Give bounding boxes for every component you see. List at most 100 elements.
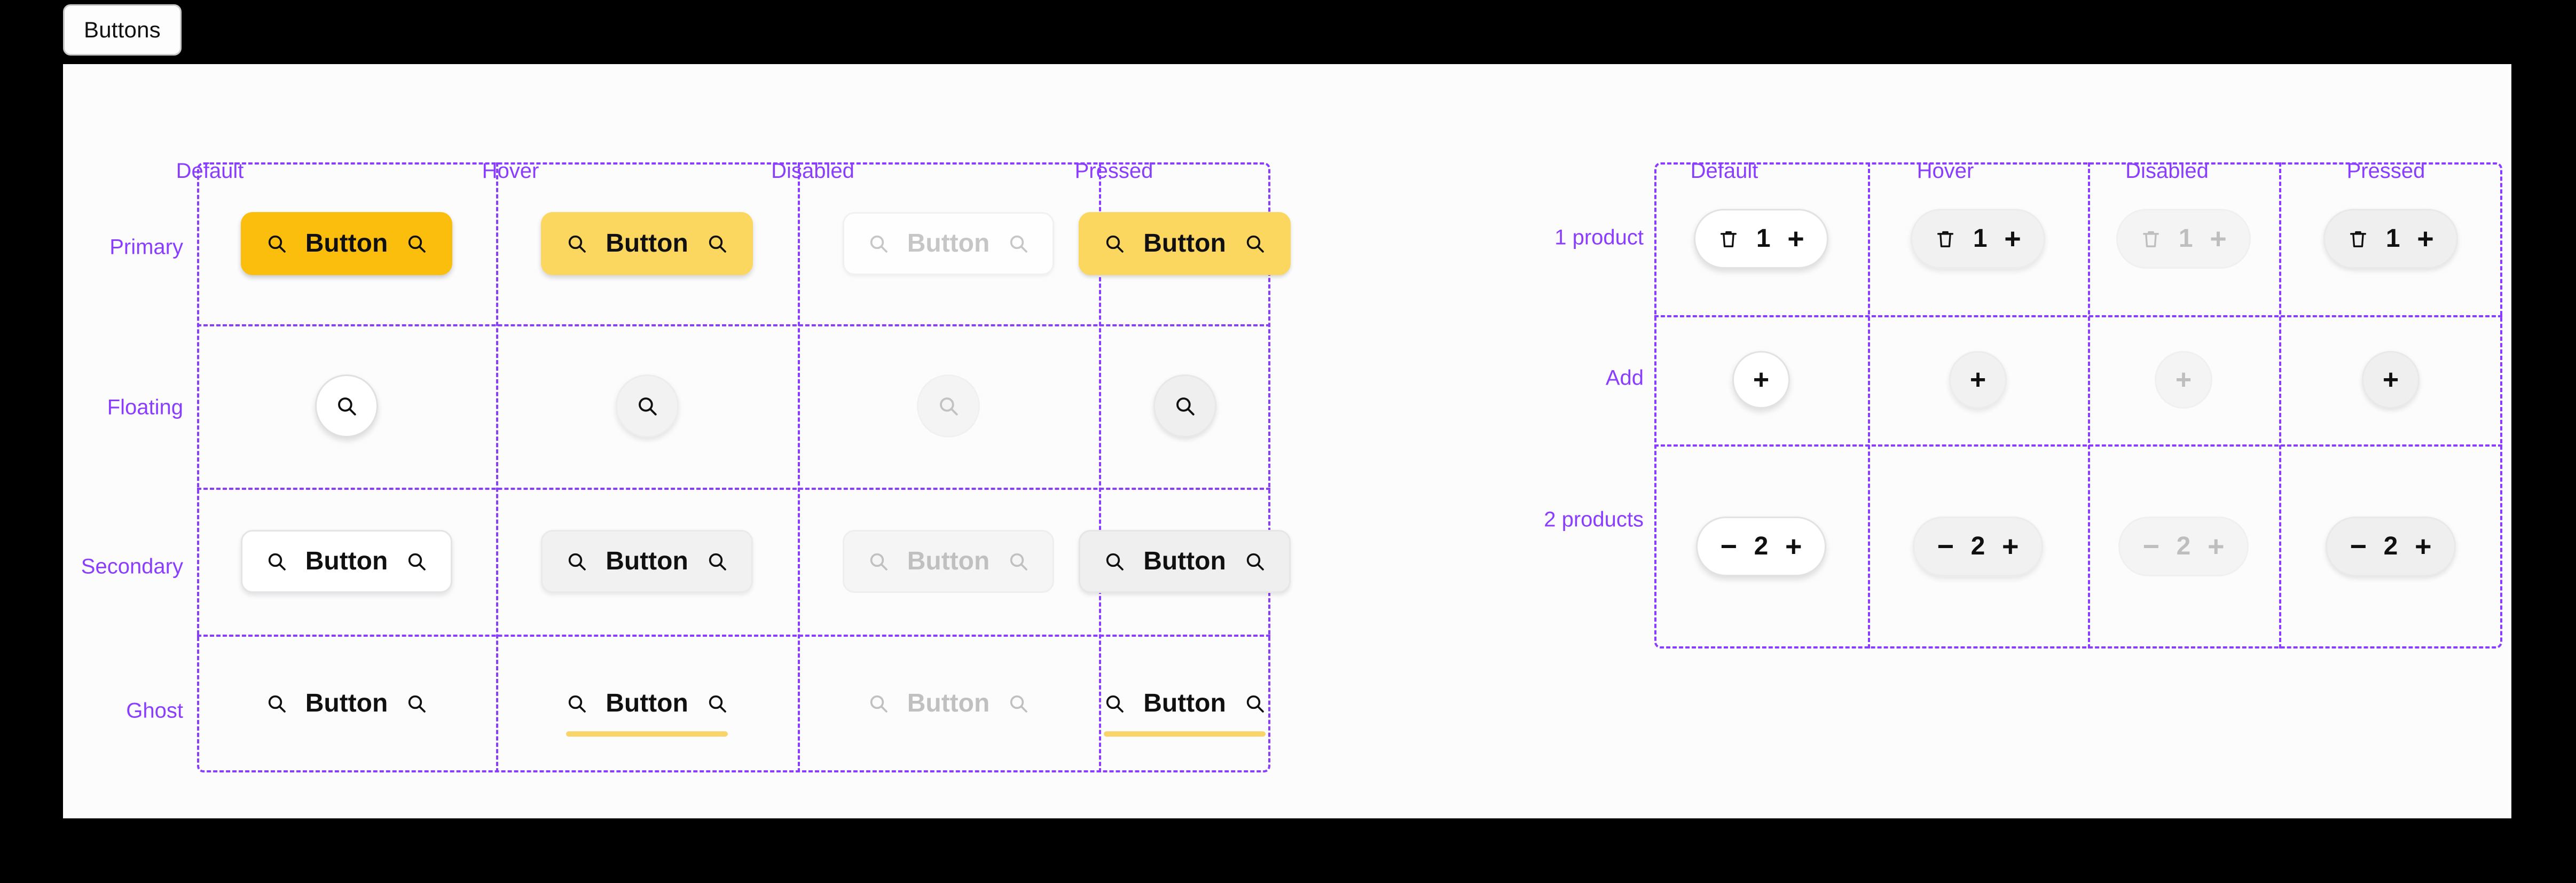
secondary-button-label: Button xyxy=(907,546,990,575)
cell-primary-pressed: Button xyxy=(1079,162,1291,324)
cell-qty1-hover: 1 + xyxy=(1868,162,2088,315)
quantity-value: 2 xyxy=(1754,532,1769,560)
grid-hline xyxy=(197,324,1270,326)
primary-button-label: Button xyxy=(907,229,990,257)
trash-icon[interactable] xyxy=(2347,228,2369,249)
ghost-button-label: Button xyxy=(907,689,990,717)
cell-ghost-default: Button xyxy=(197,635,496,772)
plus-icon: + xyxy=(2382,364,2399,395)
search-icon xyxy=(1104,693,1125,714)
primary-button-disabled: Button xyxy=(842,212,1055,275)
ghost-button-label: Button xyxy=(1143,689,1226,717)
row-header-one-product: 1 product xyxy=(1554,225,1644,249)
add-button-disabled: + xyxy=(2155,351,2212,409)
search-icon xyxy=(566,693,587,714)
primary-button-label: Button xyxy=(1143,229,1226,257)
cell-floating-default xyxy=(197,324,496,488)
cell-ghost-hover: Button xyxy=(496,635,798,772)
row-header-two-products: 2 products xyxy=(1544,507,1644,532)
secondary-button-pressed[interactable]: Button xyxy=(1079,529,1291,593)
grid-hline xyxy=(197,488,1270,490)
increment-button[interactable]: + xyxy=(2002,530,2019,562)
row-header-add: Add xyxy=(1605,366,1644,390)
trash-icon[interactable] xyxy=(1718,228,1739,249)
cell-add-pressed: + xyxy=(2279,315,2502,444)
ghost-button-pressed[interactable]: Button xyxy=(1079,672,1291,737)
quantity-stepper-default[interactable]: 1 + xyxy=(1694,209,1828,269)
add-button-default[interactable]: + xyxy=(1732,351,1790,409)
search-icon xyxy=(706,551,728,572)
search-icon xyxy=(266,693,287,714)
search-icon xyxy=(1008,551,1029,572)
floating-button-hover[interactable] xyxy=(615,374,679,437)
grid-vline xyxy=(798,162,800,772)
cell-floating-hover xyxy=(496,324,798,488)
steppers-matrix: Default Hover Disabled Pressed 1 product… xyxy=(1430,64,2511,818)
cell-qty2-pressed: − 2 + xyxy=(2279,444,2502,648)
row-header-floating: Floating xyxy=(107,395,183,419)
search-icon xyxy=(266,233,287,254)
cell-secondary-hover: Button xyxy=(496,488,798,635)
decrement-button[interactable]: − xyxy=(2350,530,2367,562)
grid-vline xyxy=(2279,162,2281,648)
search-icon xyxy=(406,551,427,572)
search-icon xyxy=(868,551,889,572)
search-icon xyxy=(566,233,587,254)
cell-floating-pressed xyxy=(1099,324,1270,488)
quantity-value: 2 xyxy=(2176,532,2191,560)
secondary-button-default[interactable]: Button xyxy=(240,529,453,593)
quantity-stepper-pressed[interactable]: 1 + xyxy=(2323,209,2458,269)
increment-button[interactable]: + xyxy=(2417,223,2434,255)
annotation-grid xyxy=(197,162,1270,772)
quantity-stepper-hover[interactable]: 1 + xyxy=(1911,209,2045,269)
floating-button-default[interactable] xyxy=(315,374,378,437)
grid-hline xyxy=(1654,315,2502,317)
search-icon xyxy=(1244,233,1266,254)
ghost-button-default[interactable]: Button xyxy=(241,672,453,735)
plus-icon: + xyxy=(2175,364,2192,395)
primary-button-default[interactable]: Button xyxy=(240,212,453,275)
cell-qty1-pressed: 1 + xyxy=(2279,162,2502,315)
quantity-stepper-two-pressed[interactable]: − 2 + xyxy=(2326,517,2456,576)
trash-icon[interactable] xyxy=(1935,228,1956,249)
cell-add-default: + xyxy=(1654,315,1868,444)
primary-button-label: Button xyxy=(305,229,388,257)
primary-button-hover[interactable]: Button xyxy=(541,212,753,275)
tab-buttons[interactable]: Buttons xyxy=(63,4,182,56)
increment-button[interactable]: + xyxy=(1785,530,1802,562)
search-icon xyxy=(266,551,287,572)
search-icon xyxy=(937,395,960,417)
search-icon xyxy=(706,233,728,254)
secondary-button-label: Button xyxy=(305,546,388,575)
grid-vline xyxy=(496,162,498,772)
add-button-pressed[interactable]: + xyxy=(2362,351,2420,409)
quantity-value: 1 xyxy=(1973,224,1988,253)
increment-button[interactable]: + xyxy=(2415,530,2432,562)
cell-qty1-disabled: 1 + xyxy=(2088,162,2279,315)
search-icon xyxy=(636,395,658,417)
grid-vline xyxy=(1868,162,1870,648)
cell-ghost-disabled: Button xyxy=(798,635,1099,772)
quantity-stepper-two-hover[interactable]: − 2 + xyxy=(1913,517,2043,576)
search-icon xyxy=(1008,233,1029,254)
add-button-hover[interactable]: + xyxy=(1949,351,2007,409)
search-icon xyxy=(1104,551,1125,572)
annotation-grid xyxy=(1654,162,2502,648)
pressed-underline xyxy=(1104,731,1266,737)
decrement-button[interactable]: − xyxy=(1720,530,1737,562)
ghost-button-hover[interactable]: Button xyxy=(541,672,753,737)
ghost-button-label: Button xyxy=(606,689,688,717)
decrement-button[interactable]: − xyxy=(1937,530,1954,562)
search-icon xyxy=(868,693,889,714)
row-header-primary: Primary xyxy=(109,235,183,259)
increment-button[interactable]: + xyxy=(2004,223,2021,255)
search-icon xyxy=(1174,395,1196,417)
quantity-stepper-two-default[interactable]: − 2 + xyxy=(1696,517,1826,576)
trash-icon xyxy=(2140,228,2162,249)
increment-button[interactable]: + xyxy=(1787,223,1804,255)
primary-button-pressed[interactable]: Button xyxy=(1079,212,1291,275)
grid-hline xyxy=(1654,444,2502,447)
grid-vline xyxy=(2088,162,2090,648)
floating-button-pressed[interactable] xyxy=(1153,374,1216,437)
secondary-button-hover[interactable]: Button xyxy=(541,529,753,593)
